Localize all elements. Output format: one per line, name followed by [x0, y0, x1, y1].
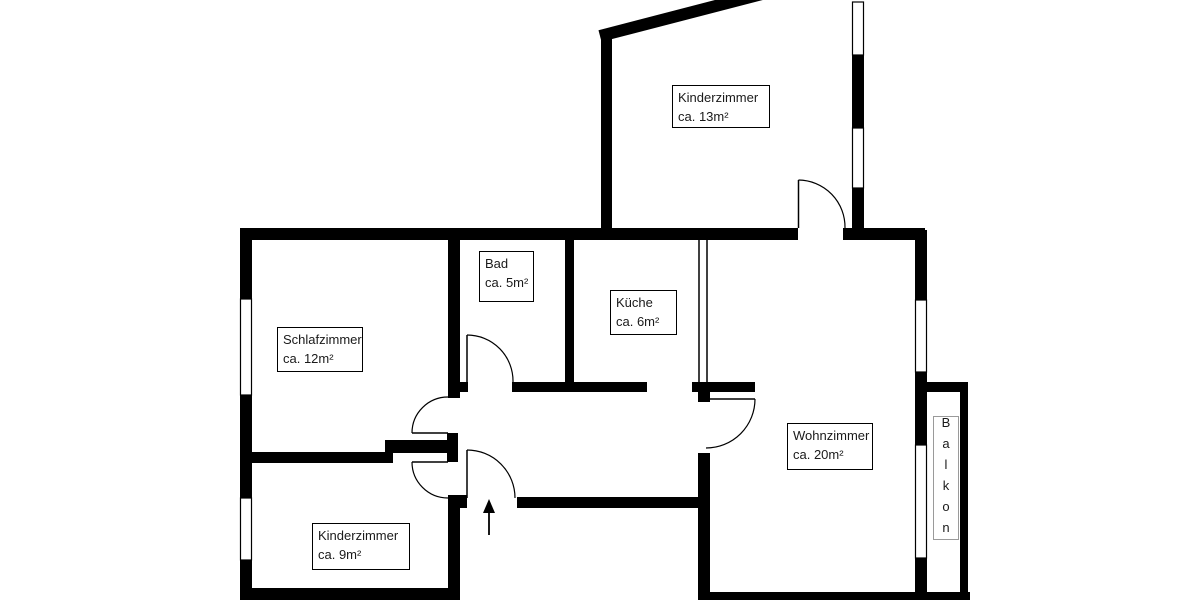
room-area: ca. 13m² — [678, 108, 729, 124]
door-arc-upper-room — [798, 179, 846, 229]
wall-upper-room-slanted-top — [598, 0, 763, 42]
label-kinderzimmer-bottom: Kinderzimmer ca. 9m² — [312, 523, 410, 570]
room-name: Kinderzimmer — [318, 528, 399, 543]
room-name: Küche — [616, 295, 653, 310]
wall-corridor-top-a — [456, 382, 468, 392]
room-area: ca. 20m² — [793, 446, 844, 462]
wall-balkon-top — [917, 382, 967, 392]
label-kinderzimmer-top: Kinderzimmer ca. 13m² — [672, 85, 770, 128]
room-area: ca. 12m² — [283, 350, 334, 366]
wall-corridor-top-b — [512, 382, 647, 392]
room-name: Balkon — [938, 415, 954, 541]
window-upper-room-bottom — [851, 127, 865, 189]
wall-entrance-left-block — [448, 495, 467, 508]
wall-main-top-right — [843, 228, 925, 240]
window-wohnzimmer-balkon — [914, 444, 928, 559]
door-arc-schlafzimmer — [411, 396, 449, 434]
door-arc-wohnzimmer — [705, 398, 756, 449]
room-name: Bad — [485, 256, 509, 271]
wall-balkon-right — [960, 382, 968, 600]
room-area: ca. 9m² — [318, 546, 362, 562]
wall-bad-kueche — [565, 237, 574, 382]
window-wohnzimmer-top — [914, 299, 928, 373]
door-arc-kinderzimmer-bottom — [411, 461, 449, 499]
window-kinderzimmer-bottom — [239, 497, 253, 561]
wall-schlafzimmer-right — [448, 228, 460, 398]
label-kueche: Küche ca. 6m² — [610, 290, 677, 335]
window-schlafzimmer — [239, 298, 253, 396]
wall-door-junction-block — [447, 433, 458, 462]
wall-wohnzimmer-west — [698, 453, 710, 600]
wall-corridor-bottom — [517, 497, 710, 508]
room-name: Schlafzimmer — [283, 332, 362, 347]
room-area: ca. 5m² — [485, 274, 529, 290]
wall-wohnzimmer-east-a — [915, 230, 927, 300]
room-area: ca. 6m² — [616, 313, 660, 329]
wall-wohnzimmer-east-c — [915, 558, 927, 600]
wall-main-top-left — [240, 228, 798, 240]
label-balkon: Balkon — [933, 415, 959, 541]
label-bad: Bad ca. 5m² — [479, 251, 534, 302]
entrance-arrow-icon — [483, 499, 495, 513]
wall-upper-room-right-b — [852, 188, 864, 240]
room-name: Kinderzimmer — [678, 90, 759, 105]
wall-kinderzimmer-bottom-right — [448, 495, 460, 600]
wall-corridor-top-c — [692, 382, 755, 392]
wall-schlafzimmer-bottom — [385, 440, 458, 453]
wall-upper-room-left — [601, 30, 612, 228]
wall-upper-room-right-a — [852, 55, 864, 128]
wall-bottom-left-block — [240, 588, 460, 600]
room-name: Wohnzimmer — [793, 428, 870, 443]
wall-wohnzimmer-door-stub — [698, 392, 710, 402]
wall-kinderzimmer-bottom-top — [250, 452, 393, 463]
window-upper-room-top — [851, 1, 865, 56]
label-schlafzimmer: Schlafzimmer ca. 12m² — [277, 327, 363, 372]
wall-bottom-right-block — [698, 592, 970, 600]
door-arc-entrance — [466, 449, 516, 499]
label-wohnzimmer: Wohnzimmer ca. 20m² — [787, 423, 873, 470]
door-arc-bad — [466, 334, 514, 383]
